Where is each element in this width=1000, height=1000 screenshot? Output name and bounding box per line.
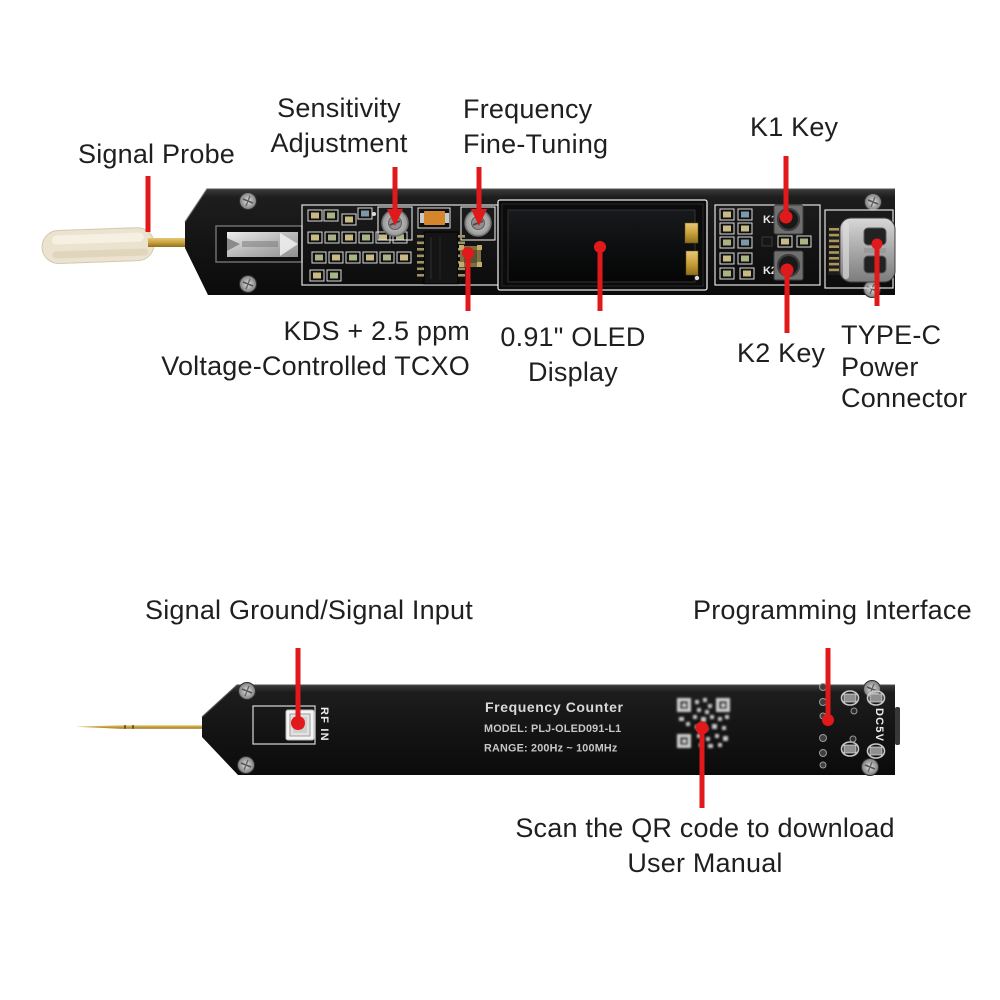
label-oled-display: 0.91" OLED Display: [493, 320, 653, 390]
label-line: Fine-Tuning: [463, 129, 609, 159]
label-line: Scan the QR code to download: [515, 813, 895, 843]
label-scan-qr: Scan the QR code to download User Manual: [505, 811, 905, 881]
label-line: User Manual: [627, 848, 783, 878]
label-sensitivity-adjustment: Sensitivity Adjustment: [259, 91, 419, 161]
body-highlight: [184, 188, 895, 223]
transistor: [761, 236, 773, 247]
label-k2-key: K2 Key: [737, 338, 826, 368]
qr-code: [677, 698, 730, 748]
label-typec-power-connector: TYPE-C Power Connector: [841, 320, 967, 415]
k2-button: [773, 250, 804, 281]
label-line: TYPE-C: [841, 320, 942, 350]
tcxo-crystal: [459, 245, 482, 267]
label-signal-probe: Signal Probe: [78, 139, 236, 169]
frequency-counter-front-view: K1 K2: [41, 188, 896, 299]
frequency-counter-back-view: RF IN Frequency Counter MODEL: PLJ-OLED0…: [76, 679, 900, 777]
sensitivity-trimmer: [381, 209, 409, 237]
silkscreen-dc5v: DC5V: [873, 708, 885, 742]
label-k1-key: K1 Key: [750, 112, 839, 142]
label-line: Power: [841, 351, 919, 382]
label-tcxo: KDS + 2.5 ppm Voltage-Controlled TCXO: [160, 314, 470, 384]
silkscreen-range: RANGE: 200Hz ~ 100MHz: [484, 743, 618, 755]
label-programming-interface: Programming Interface: [693, 595, 972, 625]
silkscreen-k2: K2: [763, 265, 777, 277]
oled-display: [497, 199, 708, 291]
via-pad: [850, 707, 858, 715]
typec-shell-edge: [895, 707, 900, 745]
silkscreen-rf-in: RF IN: [318, 707, 330, 742]
silkscreen-k1: K1: [763, 214, 777, 226]
label-signal-ground-input: Signal Ground/Signal Input: [145, 595, 473, 625]
body-highlight: [201, 684, 895, 718]
counter-ic: [417, 231, 465, 285]
capacitor: [417, 207, 451, 229]
label-line: 0.91" OLED: [500, 322, 646, 352]
label-frequency-fine-tuning: Frequency Fine-Tuning: [463, 92, 608, 162]
label-line: Frequency: [463, 94, 593, 124]
label-line: Sensitivity: [277, 93, 401, 123]
probe-solder-pad: [215, 225, 303, 263]
label-line: Adjustment: [270, 128, 408, 158]
via-pad: [849, 735, 857, 743]
k1-button: [773, 204, 804, 235]
label-line: Connector: [841, 383, 968, 413]
silkscreen-model: MODEL: PLJ-OLED091-L1: [484, 723, 621, 735]
label-line: Voltage-Controlled TCXO: [161, 351, 470, 381]
probe-cap: [41, 227, 155, 264]
typec-connector: [824, 209, 896, 289]
label-line: KDS + 2.5 ppm: [283, 316, 470, 346]
fine-tuning-trimmer: [464, 209, 492, 237]
silkscreen-title: Frequency Counter: [485, 699, 624, 715]
label-line: Display: [528, 357, 618, 387]
